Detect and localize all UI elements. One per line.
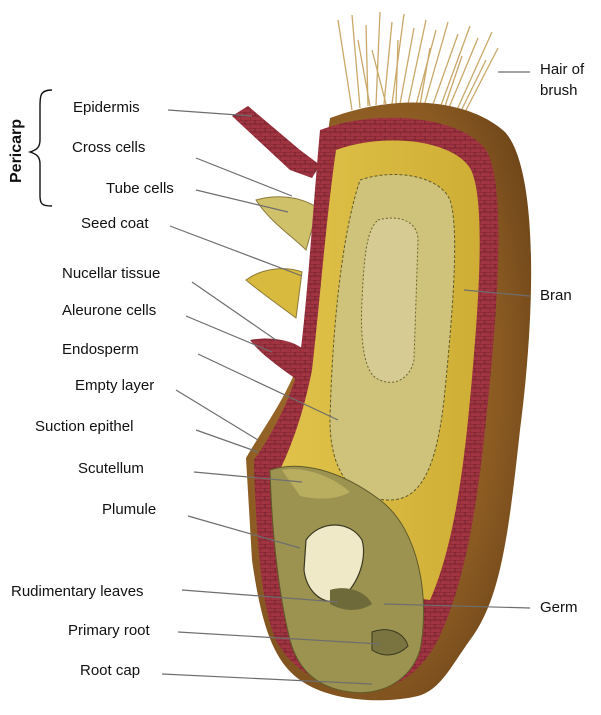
pericarp-epidermis-flap (232, 106, 320, 178)
empty-layer-label: Empty layer (75, 377, 154, 395)
hair-of-brush-label-line2: brush (540, 82, 578, 100)
primary-root-label: Primary root (68, 622, 150, 640)
suction-epithel-label: Suction epithel (35, 418, 133, 436)
aleurone-cells-label: Aleurone cells (62, 302, 156, 320)
bran-label: Bran (540, 287, 572, 305)
epidermis-label: Epidermis (73, 99, 140, 117)
plumule-label: Plumule (102, 501, 156, 519)
germ-label: Germ (540, 599, 578, 617)
pericarp-label: Pericarp (8, 119, 26, 183)
rudimentary-leaves-label: Rudimentary leaves (11, 583, 144, 601)
endosperm-label: Endosperm (62, 341, 139, 359)
cross-cells-label: Cross cells (72, 139, 145, 157)
hair-of-brush-illustration (338, 12, 498, 114)
tube-cells-label: Tube cells (106, 180, 174, 198)
root-cap-label: Root cap (80, 662, 140, 680)
tube-cells-flap (256, 197, 318, 250)
endosperm-core (362, 218, 418, 382)
scutellum-label: Scutellum (78, 460, 144, 478)
hair-of-brush-label-line1: Hair of (540, 61, 584, 79)
pericarp-bracket (30, 90, 52, 206)
seed-coat-flap (246, 269, 302, 318)
seed-coat-label: Seed coat (81, 215, 149, 233)
nucellar-tissue-label: Nucellar tissue (62, 265, 160, 283)
